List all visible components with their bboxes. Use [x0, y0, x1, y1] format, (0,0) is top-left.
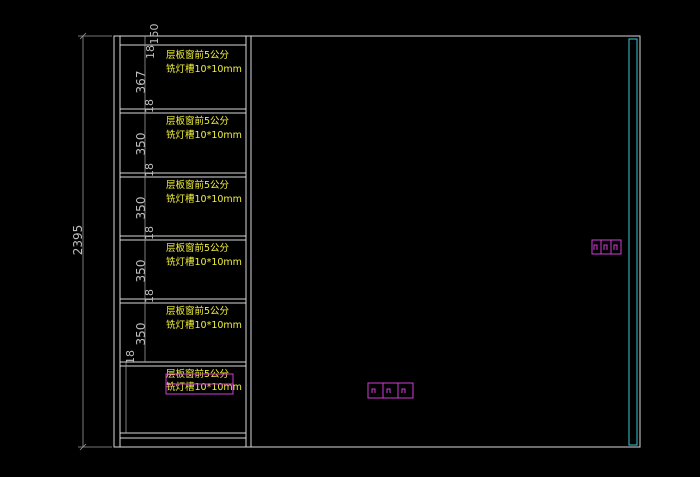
compartment-4-height: 350: [134, 260, 148, 283]
overall-height-label: 2395: [71, 225, 85, 256]
cabinet-frame: [113, 35, 641, 448]
note-1-line-2: 铣灯槽10*10mm: [166, 63, 242, 75]
note-1-line-1: 层板窗前5公分: [166, 49, 230, 61]
overall-height-dimension: 2395: [71, 32, 112, 451]
right-socket-icon: [591, 239, 622, 255]
note-5-line-2: 铣灯槽10*10mm: [166, 319, 242, 331]
shelf-notes: 层板窗前5公分 铣灯槽10*10mm 层板窗前5公分 铣灯槽10*10mm 层板…: [166, 49, 242, 393]
shelf-4: [120, 298, 246, 304]
compartment-dimensions: 150 18 367 18 350 18 350 18 350 18 350 1…: [124, 24, 161, 433]
shelf-1: [120, 108, 246, 114]
compartment-5-height: 350: [134, 323, 148, 346]
socket-bottom-shelf-icon: [165, 373, 234, 395]
triple-socket-icon: [367, 382, 414, 399]
note-3-line-1: 层板窗前5公分: [166, 179, 230, 191]
compartment-2-height: 350: [134, 133, 148, 156]
shelf-5-thickness: 18: [124, 350, 137, 364]
note-4-line-1: 层板窗前5公分: [166, 242, 230, 254]
compartment-3-height: 350: [134, 197, 148, 220]
top-gap-label: 150: [148, 24, 161, 45]
note-2-line-2: 铣灯槽10*10mm: [166, 129, 242, 141]
right-glass-edge: [628, 38, 638, 446]
shelf-2: [120, 172, 246, 178]
shelf-3: [120, 235, 246, 241]
note-5-line-1: 层板窗前5公分: [166, 305, 230, 317]
shelf-5: [120, 361, 246, 367]
note-3-line-2: 铣灯槽10*10mm: [166, 193, 242, 205]
shelf-2-thickness: 18: [143, 163, 156, 177]
shelf-1-thickness: 18: [143, 99, 156, 113]
shelf-4-thickness: 18: [143, 289, 156, 303]
shelf-3-thickness: 18: [143, 226, 156, 240]
note-4-line-2: 铣灯槽10*10mm: [166, 256, 242, 268]
compartment-1-height: 367: [134, 71, 148, 94]
shelves: [120, 108, 246, 367]
note-6-line-2: 铣灯槽10*10mm: [166, 381, 242, 393]
top-thickness-label: 18: [144, 45, 157, 59]
note-2-line-1: 层板窗前5公分: [166, 115, 230, 127]
